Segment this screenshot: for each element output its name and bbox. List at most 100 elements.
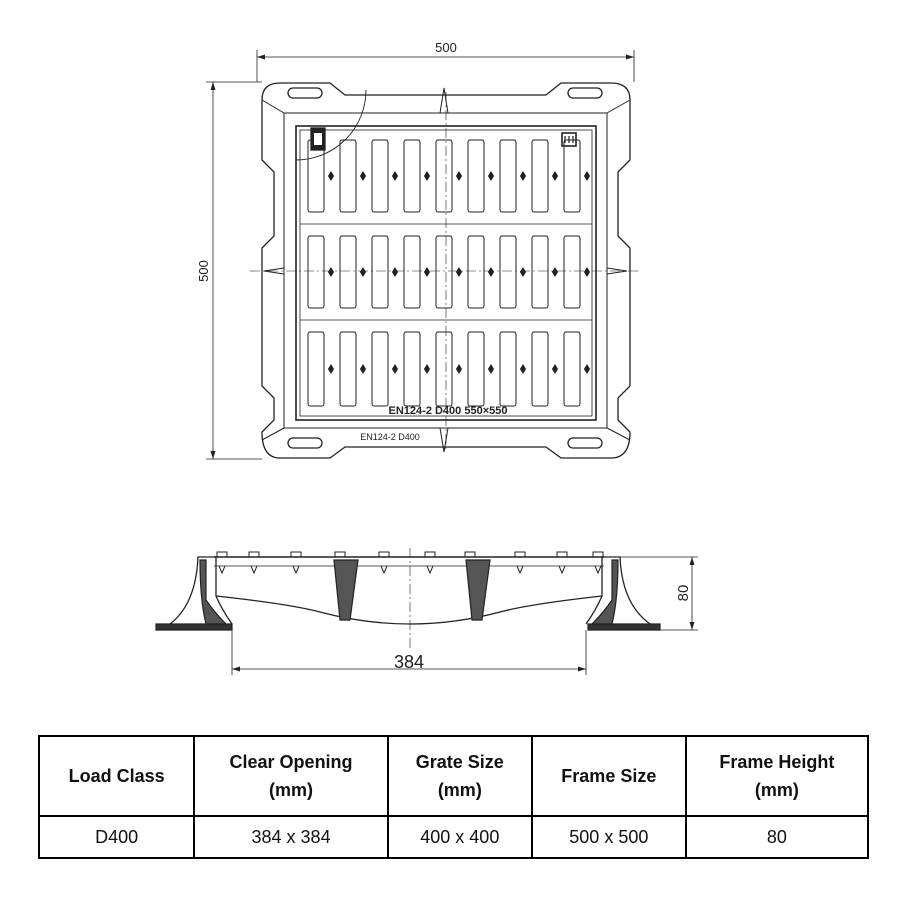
table-header-row: Load Class Clear Opening(mm) Grate Size(… <box>37 735 870 817</box>
grate-slot <box>499 235 517 309</box>
cell-clear-opening: 384 x 384 <box>193 815 389 859</box>
grate-slot <box>563 139 581 213</box>
section-knob <box>556 551 568 575</box>
foundry-mark-icon <box>561 132 577 147</box>
plan-view <box>206 50 640 460</box>
cell-grate-size: 400 x 400 <box>386 815 533 859</box>
grate-diamond <box>327 364 335 374</box>
grate-diamond <box>455 171 463 181</box>
grate-diamond <box>423 171 431 181</box>
section-knob <box>424 551 436 575</box>
frame-slot-top-right <box>567 87 603 99</box>
grate-slot <box>403 235 421 309</box>
section-rib-right <box>465 559 491 621</box>
section-knob <box>514 551 526 575</box>
grate-diamond <box>391 171 399 181</box>
grate-slot <box>371 139 389 213</box>
hinge-tab-bottom <box>439 427 449 453</box>
grate-diamond <box>423 364 431 374</box>
grate-diamond <box>583 171 591 181</box>
header-clear-opening: Clear Opening(mm) <box>193 735 389 817</box>
section-knob <box>378 551 390 575</box>
grate-slot <box>371 331 389 407</box>
grate-diamond <box>551 267 559 277</box>
grate-slot <box>339 139 357 213</box>
section-frame-left <box>169 556 233 625</box>
section-rib-left <box>333 559 359 621</box>
grate-slot <box>339 331 357 407</box>
grate-diamond <box>583 267 591 277</box>
grate-diamond <box>327 267 335 277</box>
plan-width-label: 500 <box>435 40 457 55</box>
grate-diamond <box>455 267 463 277</box>
grate-slots <box>300 139 592 407</box>
grate-diamond <box>327 171 335 181</box>
frame-outline <box>261 82 631 459</box>
grate-slot <box>339 235 357 309</box>
cell-frame-size: 500 x 500 <box>530 815 687 859</box>
grate-slot <box>499 331 517 407</box>
grate-diamond <box>551 364 559 374</box>
grate-diamond <box>551 171 559 181</box>
grate-diamond <box>487 171 495 181</box>
header-load-class: Load Class <box>37 735 196 817</box>
swing-arc <box>295 89 367 161</box>
grate-slot <box>467 139 485 213</box>
grate-diamond <box>391 267 399 277</box>
grate-diamond <box>519 171 527 181</box>
hinge-tab-top <box>439 87 449 114</box>
plan-height-label: 500 <box>196 260 211 282</box>
grate-diamond <box>583 364 591 374</box>
grate-slot <box>403 331 421 407</box>
grate-slot <box>531 235 549 309</box>
grate-diamond <box>359 364 367 374</box>
grate-slot <box>371 235 389 309</box>
header-frame-height: Frame Height(mm) <box>684 735 870 817</box>
section-knob <box>290 551 302 575</box>
grate-diamond <box>359 171 367 181</box>
grate-diamond <box>391 364 399 374</box>
grate-slot <box>563 331 581 407</box>
technical-drawing: 500 500 EN124-2 D400 550×550 EN124-2 D40… <box>155 40 698 675</box>
grate-diamond <box>519 364 527 374</box>
frame-slot-top-left <box>287 87 323 99</box>
grate-diamond <box>487 364 495 374</box>
opening-dim-label: 384 <box>394 652 424 672</box>
grate-diamond <box>519 267 527 277</box>
header-grate-size: Grate Size(mm) <box>386 735 533 817</box>
grate-slot <box>531 331 549 407</box>
grate-slot <box>307 235 325 309</box>
grate-diamond <box>423 267 431 277</box>
grate-slot <box>467 235 485 309</box>
grate-slot <box>403 139 421 213</box>
table-row: D400 384 x 384 400 x 400 500 x 500 80 <box>37 815 870 859</box>
grate-slot <box>307 331 325 407</box>
hinge-tab-right <box>606 267 628 275</box>
grate-slot <box>435 235 453 309</box>
specs-table: Load Class Clear Opening(mm) Grate Size(… <box>37 735 870 859</box>
section-knob <box>592 551 604 575</box>
cell-frame-height: 80 <box>684 815 870 859</box>
frame-marking: EN124-2 D400 <box>360 432 420 442</box>
section-grate-underside <box>215 595 603 625</box>
frame-slot-bottom-left <box>287 437 323 449</box>
cell-load-class: D400 <box>37 815 196 859</box>
grate-marking: EN124-2 D400 550×550 <box>389 405 508 417</box>
grate-slot <box>531 139 549 213</box>
section-knob <box>216 551 228 575</box>
section-base-flange <box>155 623 233 631</box>
grate-slot <box>467 331 485 407</box>
section-height-label: 80 <box>675 585 692 602</box>
frame-slot-bottom-right <box>567 437 603 449</box>
section-knob <box>248 551 260 575</box>
header-frame-size: Frame Size <box>530 735 687 817</box>
grate-slot <box>499 139 517 213</box>
grate-slot <box>307 139 325 213</box>
grate-slot <box>563 235 581 309</box>
grate-slot <box>435 139 453 213</box>
grate-diamond <box>487 267 495 277</box>
grate-diamond <box>455 364 463 374</box>
section-view <box>155 548 698 675</box>
grate-diamond <box>359 267 367 277</box>
grate-slot <box>435 331 453 407</box>
